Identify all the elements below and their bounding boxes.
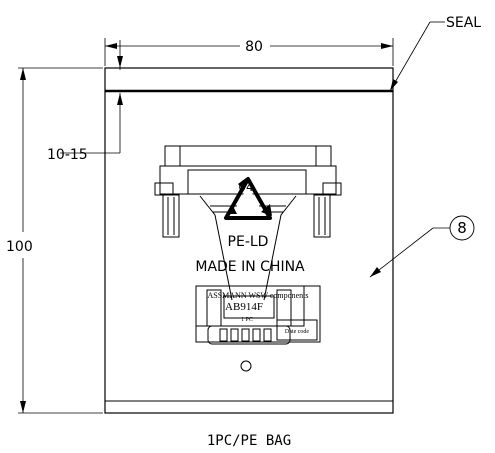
bag-caption: 1PC/PE BAG — [207, 433, 291, 449]
recycle-code: 04 — [238, 180, 253, 194]
bag-outline — [104, 67, 394, 414]
height-label: 100 — [6, 239, 33, 255]
item-number: 8 — [457, 219, 467, 237]
width-label: 80 — [245, 39, 263, 55]
hang-hole — [240, 360, 252, 372]
seal-label: SEAL — [446, 15, 481, 31]
seal-offset-label: 10-15 — [47, 147, 88, 163]
width-dimension: 80 — [104, 38, 394, 66]
item-callout: 8 — [369, 215, 475, 278]
part-label: AB914F — [225, 301, 263, 313]
origin-label: MADE IN CHINA — [195, 259, 305, 275]
material-label: PE-LD — [228, 234, 269, 250]
date-code-label: Date code — [285, 329, 309, 335]
seal-callout: SEAL — [389, 15, 481, 92]
seal-offset-dimension: 10-15 — [47, 40, 123, 163]
brand-label: ASSMANN WSW components — [207, 291, 308, 300]
recycle-icon — [224, 177, 272, 220]
qty-label: 1 PC — [241, 317, 253, 323]
height-dimension: 100 — [6, 67, 103, 414]
